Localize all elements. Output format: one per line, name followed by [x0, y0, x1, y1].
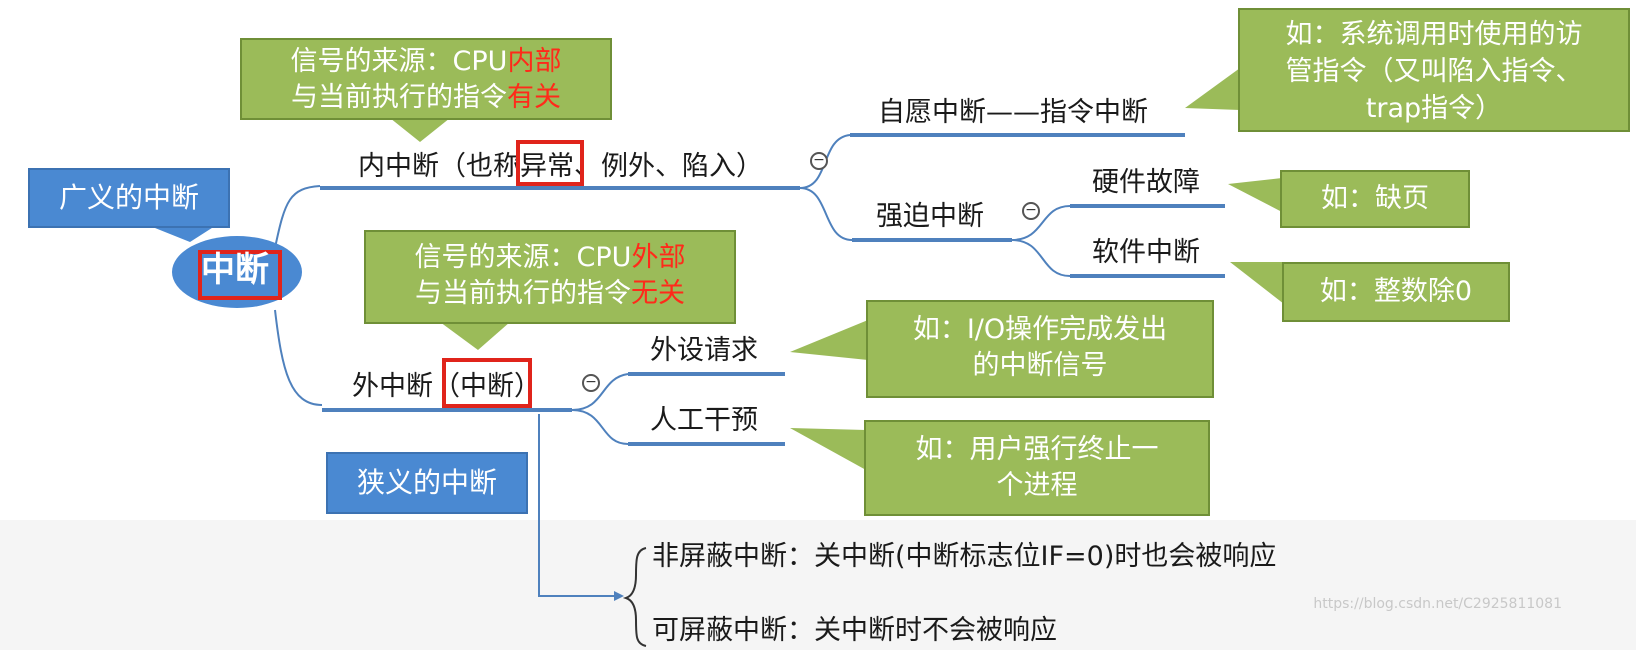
callout-broad-text: 广义的中断 [58, 181, 199, 214]
note-maskable: 可屏蔽中断：关中断时不会被响应 [652, 615, 1057, 646]
connector-external-manual [571, 409, 629, 445]
connector-forced-hardware [1011, 205, 1071, 241]
callout-voluntary-example: 如：系统调用时使用的访 管指令（又叫陷入指令、 trap指令） [1238, 8, 1630, 132]
connector-external-peripheral [571, 373, 629, 411]
callout-narrow-interrupt: 狭义的中断 [326, 452, 528, 514]
note-nonmaskable: 非屏蔽中断：关中断(中断标志位IF=0)时也会被响应 [652, 541, 1277, 572]
connector-forced-software [1011, 239, 1071, 277]
external-source-text-a: 信号的来源：CPU [414, 242, 632, 273]
external-source-text-d: 无关 [631, 278, 685, 309]
node-forced-interrupt: 强迫中断 [876, 201, 984, 232]
internal-source-text-d: 有关 [507, 82, 561, 113]
external-source-text-c: 与当前执行的指令 [415, 278, 631, 309]
collapse-external-icon[interactable]: − [582, 374, 600, 392]
callout-broad-interrupt: 广义的中断 [28, 168, 230, 228]
pointer-peripheral [790, 320, 868, 360]
highlight-interrupt [442, 358, 532, 408]
callout-manual-example: 如：用户强行终止一 个进程 [864, 420, 1210, 516]
peripheral-example-line2: 的中断信号 [972, 350, 1108, 381]
pointer-external-source [440, 322, 510, 350]
manual-example-line2: 个进程 [996, 470, 1078, 501]
callout-software-example: 如：整数除0 [1282, 262, 1510, 322]
arrow-head [614, 591, 624, 601]
callout-hardware-example: 如：缺页 [1280, 170, 1470, 228]
node-peripheral-request: 外设请求 [650, 335, 758, 366]
node-manual-intervention: 人工干预 [650, 405, 758, 436]
voluntary-example-line1: 如：系统调用时使用的访 [1285, 19, 1583, 50]
connector-center-external [274, 309, 323, 406]
node-hardware-fault: 硬件故障 [1092, 167, 1200, 198]
internal-source-text-c: 与当前执行的指令 [291, 82, 507, 113]
pointer-software [1230, 262, 1284, 304]
external-source-text-b: 外部 [631, 242, 686, 273]
callout-peripheral-example: 如：I/O操作完成发出 的中断信号 [866, 300, 1214, 398]
internal-source-line2: 与当前执行的指令有关 [242, 80, 610, 116]
pointer-voluntary [1185, 68, 1240, 110]
voluntary-example-line3: trap指令） [1365, 93, 1503, 124]
collapse-forced-icon[interactable]: − [1022, 202, 1040, 220]
hardware-example-text: 如：缺页 [1321, 183, 1429, 214]
connector-internal-forced [799, 187, 853, 241]
node-voluntary-interrupt: 自愿中断——指令中断 [878, 97, 1148, 128]
node-software-interrupt: 软件中断 [1092, 237, 1200, 268]
branch-external-label: 外中断（中断） [352, 371, 541, 402]
center-label: 中断 [201, 250, 269, 290]
branch-internal-label: 内中断（也称异常、例外、陷入） [358, 151, 763, 182]
notes-area [0, 520, 1636, 650]
peripheral-example-line1: 如：I/O操作完成发出 [912, 314, 1168, 345]
internal-source-text-b: 内部 [507, 46, 562, 77]
manual-example-line1: 如：用户强行终止一 [915, 434, 1159, 465]
connector-center-internal [274, 185, 321, 249]
external-source-line1: 信号的来源：CPU外部 [366, 240, 734, 276]
internal-source-text-a: 信号的来源：CPU [290, 46, 508, 77]
arrow-external-to-notes [538, 414, 620, 597]
internal-source-line1: 信号的来源：CPU内部 [242, 44, 610, 80]
pointer-hardware [1228, 178, 1282, 212]
callout-external-source: 信号的来源：CPU外部 与当前执行的指令无关 [364, 230, 736, 324]
software-example-text: 如：整数除0 [1319, 276, 1473, 307]
pointer-internal-source [390, 118, 450, 142]
pointer-manual [790, 428, 866, 470]
highlight-exception [516, 140, 584, 186]
collapse-internal-icon[interactable]: − [810, 152, 828, 170]
external-source-line2: 与当前执行的指令无关 [366, 276, 734, 312]
voluntary-example-line2: 管指令（又叫陷入指令、 [1285, 56, 1583, 87]
callout-narrow-text: 狭义的中断 [356, 466, 497, 499]
center-highlight [198, 250, 282, 300]
watermark: https://blog.csdn.net/C2925811081 [1313, 596, 1562, 612]
notes-brace [622, 547, 647, 647]
pointer-broad [150, 226, 215, 242]
callout-internal-source: 信号的来源：CPU内部 与当前执行的指令有关 [240, 38, 612, 120]
